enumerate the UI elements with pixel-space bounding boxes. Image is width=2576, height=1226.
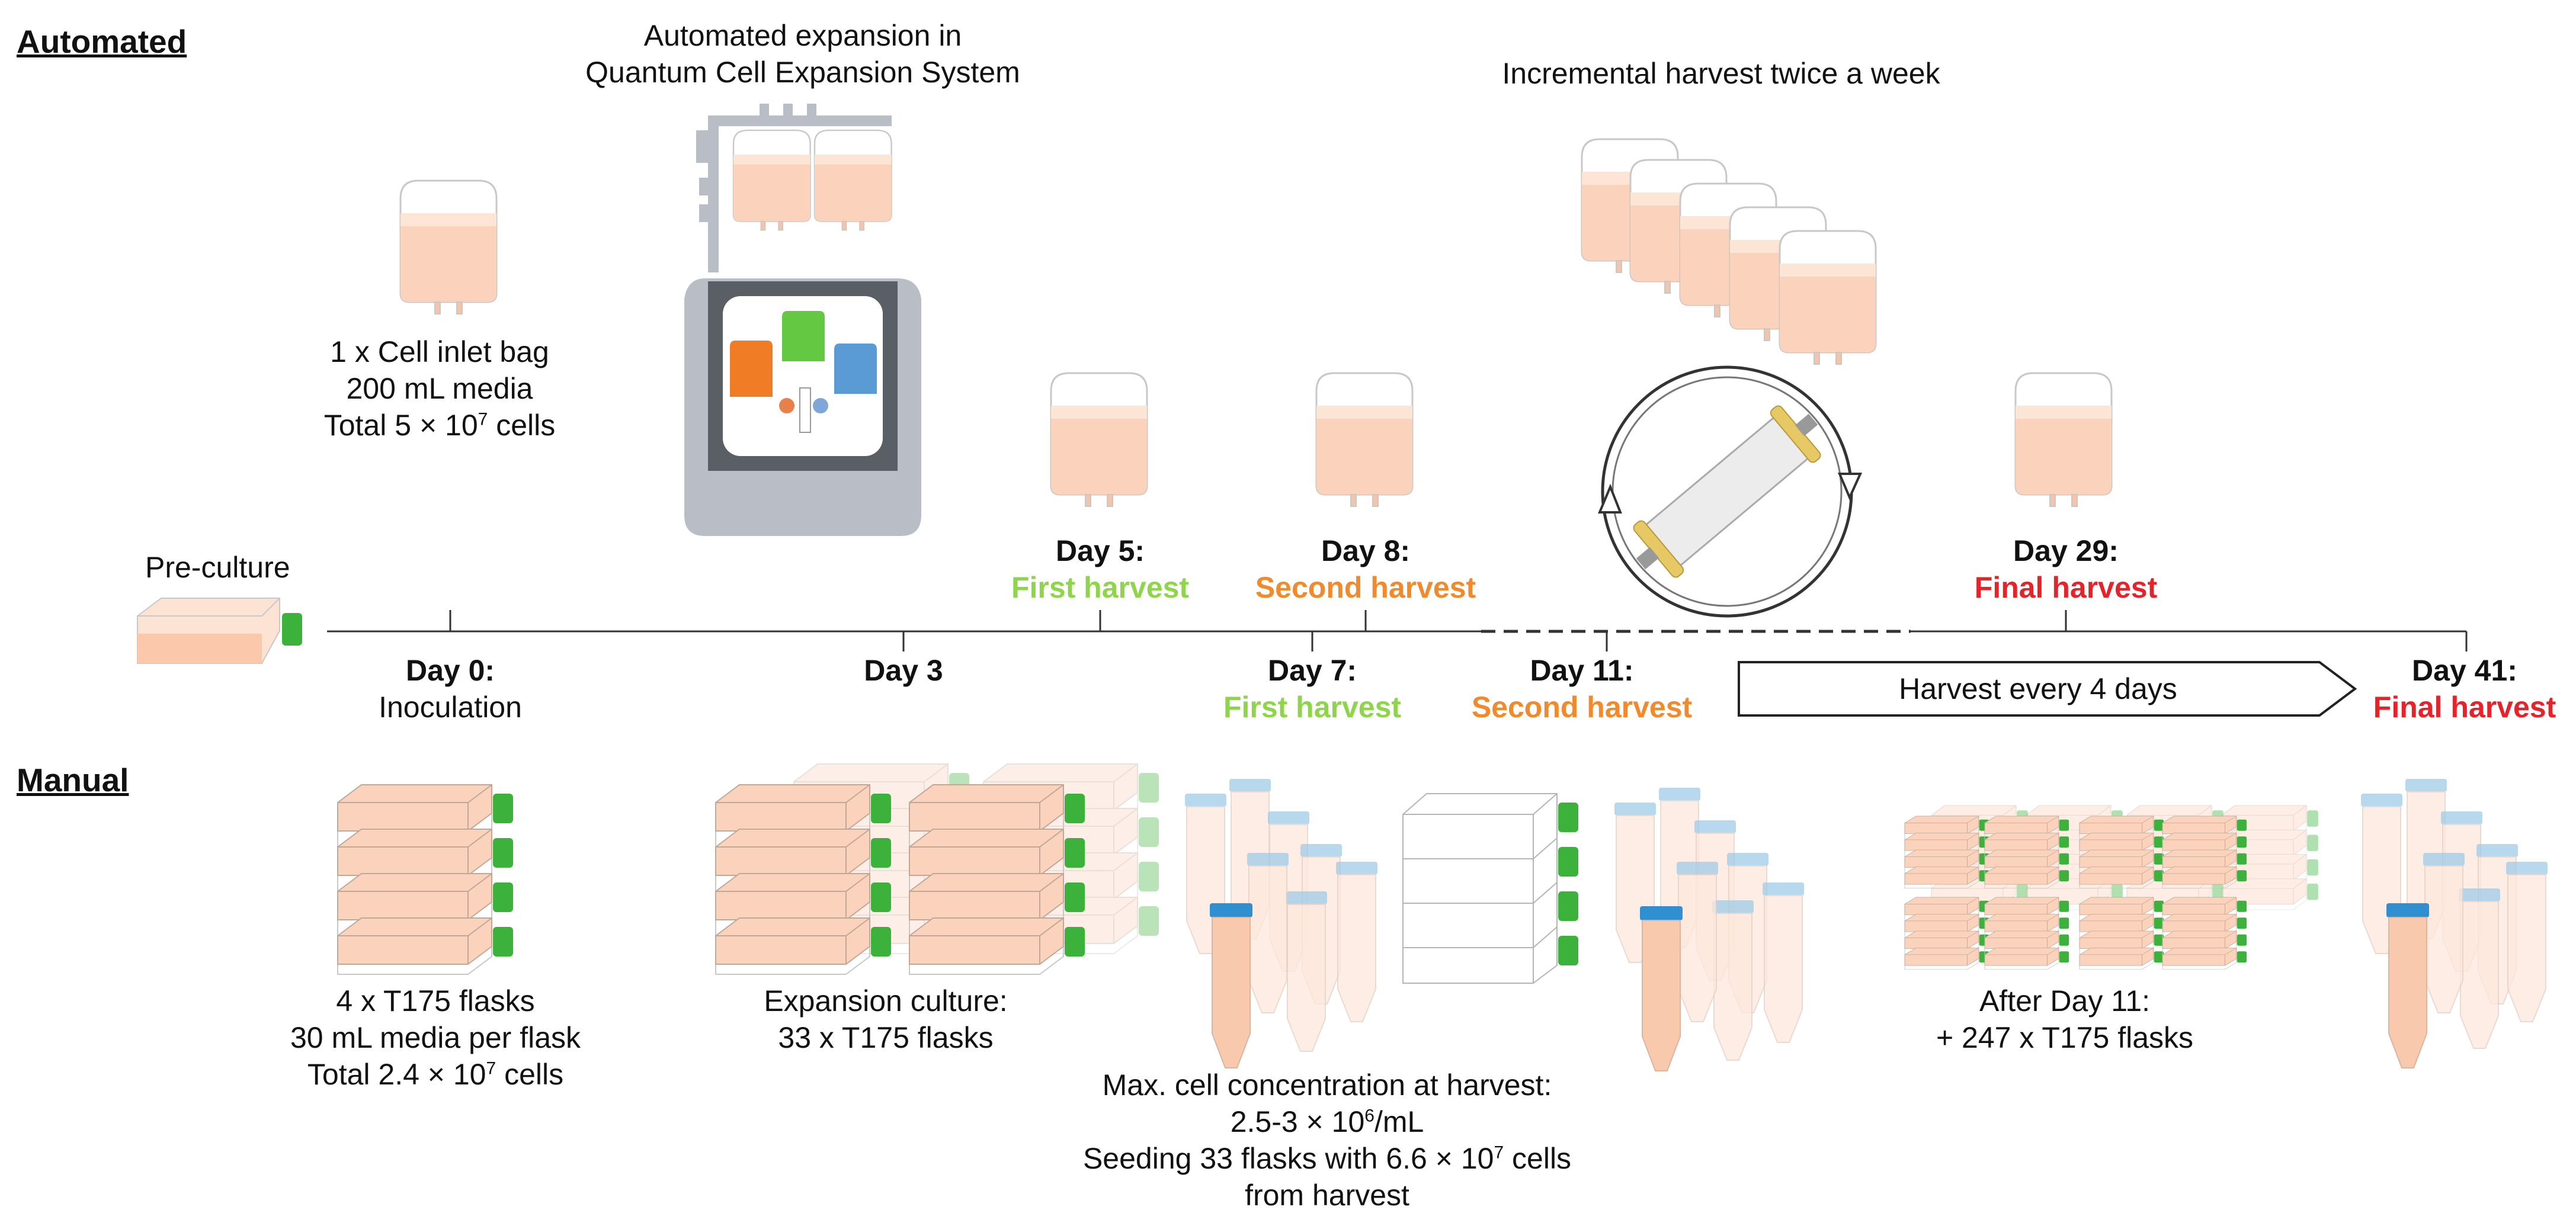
- after-day11-line1: After Day 11:: [1979, 984, 2151, 1018]
- section-automated-title: Automated: [17, 23, 187, 60]
- day29-sub-label: Final harvest: [1974, 571, 2158, 604]
- harvest-bag-day5-icon: [1050, 372, 1148, 508]
- tubes-day11-icon: [1614, 787, 1805, 1071]
- t175-day0-line3: Total 2.4 × 107 cells: [307, 1058, 564, 1091]
- t175-day0-line2: 30 mL media per flask: [290, 1021, 581, 1054]
- quantum-title-line1: Automated expansion in: [643, 19, 962, 52]
- day7-label: Day 7:: [1267, 654, 1357, 687]
- timeline: [327, 610, 2468, 651]
- max-conc-line4: from harvest: [1245, 1179, 1409, 1212]
- inlet-bag-line3: Total 5 × 107 cells: [323, 409, 556, 442]
- quantum-title-line2: Quantum Cell Expansion System: [585, 56, 1020, 89]
- inlet-bag-line1: 1 x Cell inlet bag: [330, 335, 549, 368]
- harvest-bag-day29-icon: [2014, 372, 2113, 508]
- harvest-bag-day8-icon: [1315, 372, 1414, 508]
- quantum-device-icon: [684, 104, 921, 536]
- day5-sub-label: First harvest: [1011, 571, 1190, 604]
- day11-label: Day 11:: [1530, 654, 1634, 687]
- bioreactor-cycle-icon: [1597, 365, 1863, 618]
- expansion-line1: Expansion culture:: [764, 984, 1008, 1018]
- day11-sub-label: Second harvest: [1471, 691, 1693, 724]
- day3-label: Day 3: [864, 654, 943, 687]
- tubes-day41-icon: [2360, 778, 2548, 1068]
- expansion-flask-stacks-icon: [716, 764, 1159, 974]
- t175-day0-line1: 4 x T175 flasks: [336, 984, 535, 1018]
- cell-inlet-bag-icon: [399, 179, 498, 315]
- incremental-harvest-bags-icon: [1581, 138, 1877, 365]
- day5-label: Day 5:: [1055, 534, 1145, 567]
- section-manual-title: Manual: [17, 762, 129, 798]
- max-conc-line3: Seeding 33 flasks with 6.6 × 107 cells: [1082, 1142, 1572, 1175]
- harvest-every-label: Harvest every 4 days: [1899, 672, 2177, 705]
- day41-label: Day 41:: [2412, 654, 2517, 687]
- day8-label: Day 8:: [1321, 534, 1411, 567]
- harvest-every-arrow: [1738, 661, 2357, 717]
- day0-sub-label: Inoculation: [379, 691, 522, 724]
- max-conc-line2: 2.5-3 × 106/mL: [1230, 1105, 1424, 1138]
- max-conc-line1: Max. cell concentration at harvest:: [1102, 1068, 1552, 1102]
- tubes-day7-icon: [1184, 778, 1378, 1068]
- incremental-harvest-label: Incremental harvest twice a week: [1502, 57, 1940, 90]
- day8-sub-label: Second harvest: [1255, 571, 1476, 604]
- day0-label: Day 0:: [405, 654, 495, 687]
- day29-label: Day 29:: [2013, 534, 2119, 567]
- flask-grid-after-day11-icon: [1905, 805, 2318, 970]
- inlet-bag-line2: 200 mL media: [346, 372, 533, 405]
- after-day11-line2: + 247 x T175 flasks: [1936, 1021, 2194, 1054]
- preculture-label: Pre-culture: [145, 551, 290, 584]
- empty-flask-stack-icon: [1402, 793, 1578, 984]
- flask-stack-day0-icon: [338, 785, 513, 974]
- expansion-line2: 33 x T175 flasks: [778, 1021, 994, 1054]
- day7-sub-label: First harvest: [1223, 691, 1402, 724]
- preculture-flask-icon: [137, 598, 302, 664]
- day41-sub-label: Final harvest: [2373, 691, 2556, 724]
